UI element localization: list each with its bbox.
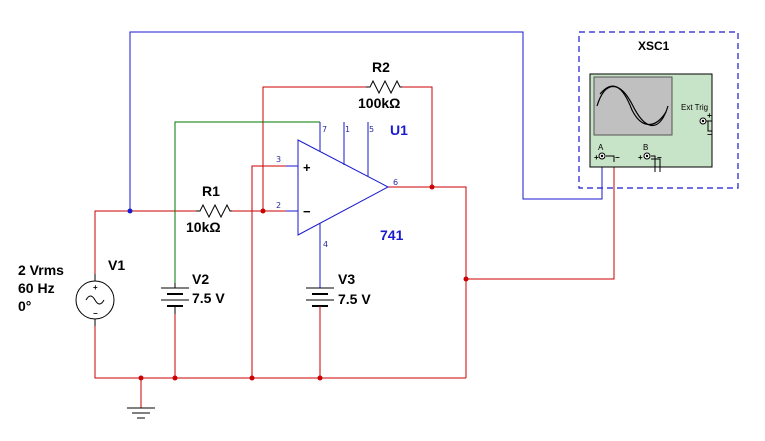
junction-dot [249, 375, 255, 381]
wire-output-to-scope[interactable] [466, 162, 615, 280]
svg-text:−: − [657, 153, 662, 162]
source-plus-sign: + [93, 283, 98, 292]
pin-label-4: 4 [323, 240, 328, 249]
source-minus-sign: − [93, 309, 98, 318]
pin-label-5: 5 [369, 125, 374, 134]
junction-dot [260, 208, 266, 214]
ground-symbol[interactable] [127, 407, 155, 419]
wire-noninv-to-ground[interactable] [251, 165, 298, 378]
wire-source-to-r1[interactable] [94, 210, 196, 280]
v1-amplitude-label: 2 Vrms [18, 262, 64, 278]
svg-text:−: − [615, 153, 620, 162]
svg-text:−: − [707, 130, 712, 139]
sine-wave-icon [85, 295, 105, 305]
pin-label-1: 1 [345, 125, 350, 134]
v1-frequency-label: 60 Hz [18, 280, 55, 296]
junction-dot [172, 375, 178, 381]
v1-phase-label: 0° [18, 298, 31, 314]
wire-feedback-left[interactable] [262, 86, 366, 211]
r1-ref-label: R1 [202, 183, 220, 199]
resistor-r2[interactable] [366, 79, 402, 95]
svg-text:+: + [707, 111, 712, 120]
pin-label-3: 3 [276, 155, 281, 164]
pin-label-6: 6 [393, 178, 398, 187]
ac-source-v1[interactable]: + − [75, 274, 115, 326]
pin-label-7: 7 [322, 125, 327, 134]
r2-value-label: 100kΩ [358, 95, 400, 111]
blue-wires [129, 31, 603, 210]
svg-text:+: + [594, 153, 599, 162]
junction-dot [127, 208, 133, 214]
v3-ref-label: V3 [338, 271, 355, 287]
junctions [127, 184, 469, 381]
xsc1-ref-label: XSC1 [638, 39, 670, 53]
wire-v2-to-vpos[interactable] [174, 121, 320, 283]
green-wires [174, 121, 320, 283]
wire-opamp-output[interactable] [388, 186, 467, 378]
opamp-minus-sign: − [303, 204, 311, 219]
wire-ground-bus[interactable] [94, 320, 466, 379]
scope-channel-a-label: A [598, 143, 604, 152]
scope-channel-b-label: B [643, 143, 648, 152]
v2-ref-label: V2 [192, 271, 209, 287]
oscilloscope-xsc1[interactable]: + − + − + − [578, 31, 739, 189]
u1-ref-label: U1 [390, 122, 408, 138]
v3-value-label: 7.5 V [338, 291, 371, 307]
junction-dot [463, 276, 469, 282]
r1-value-label: 10kΩ [186, 219, 221, 235]
wire-input-to-scope-a[interactable] [129, 31, 603, 210]
resistor-r1[interactable] [196, 203, 232, 219]
battery-v3[interactable] [306, 238, 334, 378]
red-wires [94, 86, 615, 408]
opamp-u1[interactable]: + − [286, 122, 390, 240]
scope-waveform-1 [596, 86, 669, 126]
opamp-plus-sign: + [303, 160, 311, 175]
v2-value-label: 7.5 V [192, 290, 225, 306]
svg-text:+: + [638, 153, 643, 162]
pin-label-2: 2 [276, 201, 281, 210]
wire-feedback-right[interactable] [402, 86, 433, 187]
r2-ref-label: R2 [372, 59, 390, 75]
junction-dot [138, 375, 144, 381]
v1-ref-label: V1 [108, 257, 125, 273]
scope-waveform-2 [599, 85, 667, 126]
battery-v2[interactable] [161, 283, 189, 314]
scope-ext-trig-label: Ext Trig [681, 103, 708, 112]
u1-model-label: 741 [380, 227, 404, 243]
junction-dot [429, 184, 435, 190]
